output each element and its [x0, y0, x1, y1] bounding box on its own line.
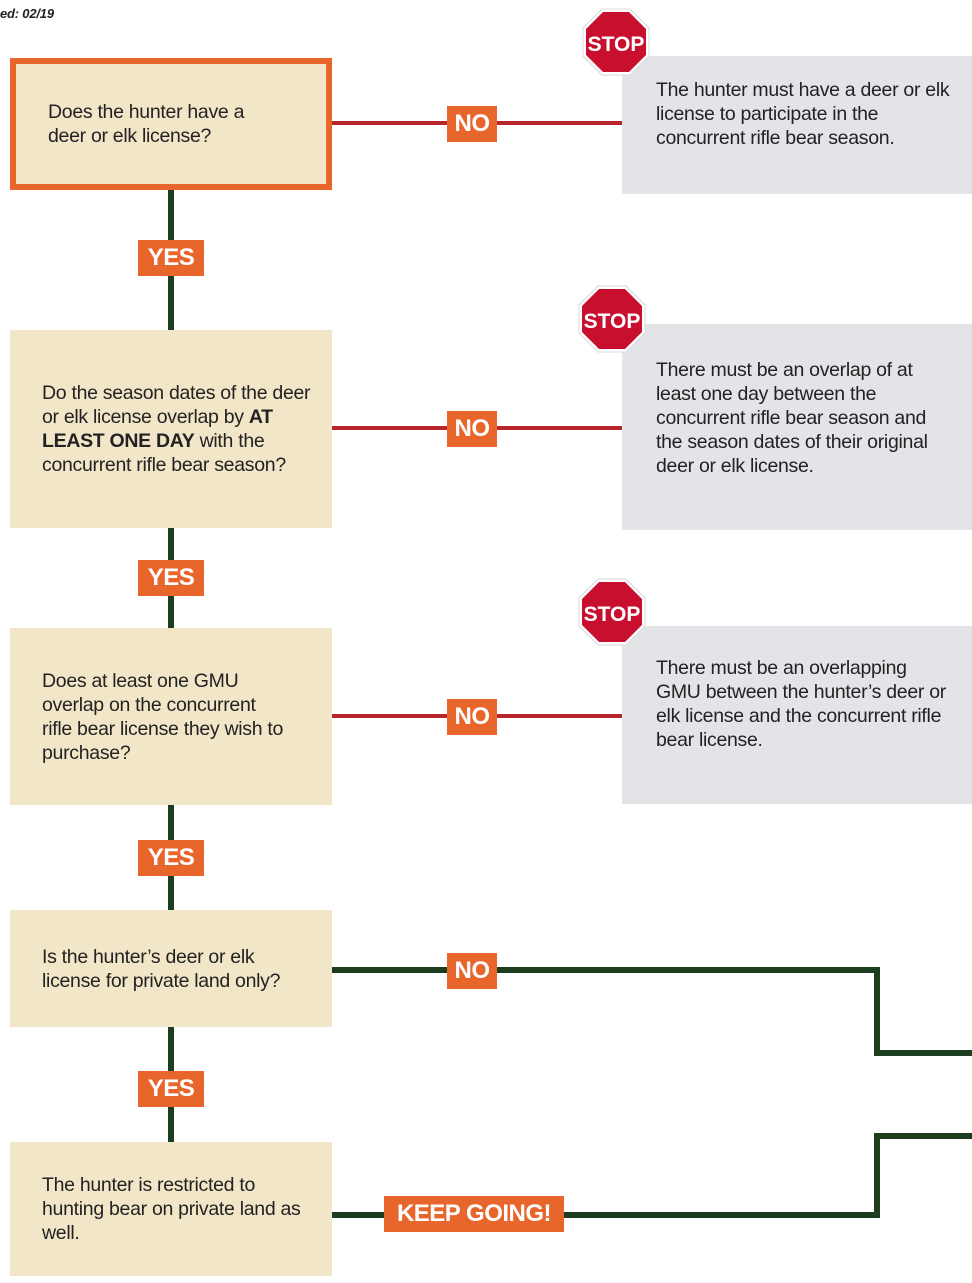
yes-label-1: YES: [138, 240, 204, 276]
result-box-5: The hunter is restricted to hunting bear…: [10, 1142, 332, 1276]
yes-label-2: YES: [138, 560, 204, 596]
question-2-text: Do the season dates of the deer or elk l…: [42, 381, 314, 477]
question-box-2: Do the season dates of the deer or elk l…: [10, 330, 332, 528]
stop-sign-icon: STOP: [578, 285, 646, 353]
no-path-4-horizontal: [332, 967, 880, 973]
stop-message-box-1: The hunter must have a deer or elk licen…: [622, 56, 972, 194]
keep-going-path-entry: [874, 1133, 972, 1139]
stop-sign-icon: STOP: [582, 8, 650, 76]
question-box-3: Does at least one GMU overlap on the con…: [10, 628, 332, 805]
yes-label-4: YES: [138, 1071, 204, 1107]
stop-sign-label: STOP: [588, 33, 645, 56]
no-path-4-exit: [874, 1050, 972, 1056]
yes-label-3: YES: [138, 840, 204, 876]
stop-sign-label: STOP: [584, 310, 641, 333]
no-label-3: NO: [447, 699, 497, 735]
stop-message-2: There must be an overlap of at least one…: [656, 359, 928, 477]
stop-sign-label: STOP: [584, 603, 641, 626]
keep-going-path-vertical: [874, 1133, 880, 1218]
result-5-text: The hunter is restricted to hunting bear…: [42, 1174, 301, 1244]
question-2-text-a: Do the season dates of the deer or elk l…: [42, 382, 311, 428]
stop-message-1: The hunter must have a deer or elk licen…: [656, 79, 950, 149]
no-label-2: NO: [447, 411, 497, 447]
question-2-emphasis: AT LEAST ONE DAY: [42, 406, 273, 452]
stop-message-box-2: There must be an overlap of at least one…: [622, 324, 972, 530]
no-label-1: NO: [447, 106, 497, 142]
question-box-1: Does the hunter have a deer or elk licen…: [10, 58, 332, 190]
question-4-text: Is the hunter’s deer or elk license for …: [42, 945, 281, 992]
stop-sign-icon: STOP: [578, 578, 646, 646]
no-label-4: NO: [447, 953, 497, 989]
keep-going-path-horizontal: [332, 1212, 880, 1218]
question-box-4: Is the hunter’s deer or elk license for …: [10, 910, 332, 1027]
no-path-4-vertical: [874, 967, 880, 1056]
revision-date: ed: 02/19: [0, 6, 54, 21]
keep-going-label: KEEP GOING!: [384, 1196, 564, 1232]
stop-message-box-3: There must be an overlapping GMU between…: [622, 626, 972, 804]
question-3-text: Does at least one GMU overlap on the con…: [42, 669, 284, 764]
question-1-text: Does the hunter have a deer or elk licen…: [48, 101, 245, 147]
stop-message-3: There must be an overlapping GMU between…: [656, 657, 946, 751]
question-2-text-b: with the concurrent rifle bear season?: [42, 430, 286, 476]
